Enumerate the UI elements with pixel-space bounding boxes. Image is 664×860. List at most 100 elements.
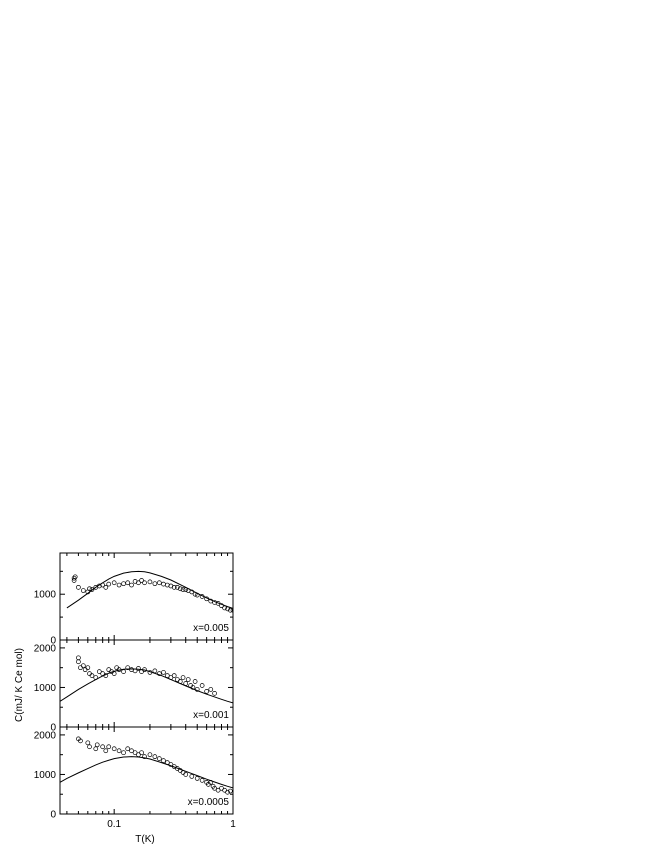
panel-label: x=0.005 (193, 623, 229, 634)
data-point (116, 582, 122, 588)
data-point (161, 581, 166, 587)
data-point (174, 584, 180, 590)
data-point (85, 740, 91, 746)
data-point (157, 580, 162, 586)
data-point (89, 673, 95, 678)
data-point (183, 772, 189, 777)
data-point (96, 669, 102, 674)
data-point (228, 788, 233, 794)
data-point (208, 687, 214, 692)
data-point (152, 581, 158, 587)
panel-data (66, 570, 233, 613)
data-point (228, 607, 233, 613)
x-tick-label: 1 (230, 819, 236, 830)
data-point (142, 754, 147, 760)
data-point (225, 789, 230, 795)
data-point (139, 578, 144, 583)
data-point (171, 673, 177, 678)
data-point (78, 738, 83, 744)
data-point (199, 683, 205, 688)
panel-label: x=0.001 (193, 710, 229, 721)
data-point (76, 655, 81, 661)
data-point (157, 671, 162, 676)
data-point (190, 685, 196, 690)
data-point (103, 748, 109, 754)
data-point (142, 580, 147, 586)
data-point (152, 668, 158, 674)
data-point (185, 677, 191, 682)
data-point (147, 579, 153, 585)
data-point (121, 581, 126, 587)
data-point (177, 586, 183, 592)
data-point (106, 744, 112, 750)
panel-frame (59, 726, 234, 815)
data-point (189, 774, 195, 779)
fit-curve (60, 756, 233, 789)
data-point (76, 659, 81, 665)
y-tick-label: 1000 (34, 770, 57, 781)
data-point (219, 603, 224, 609)
data-point (93, 746, 99, 752)
data-point (85, 665, 91, 671)
data-point (100, 744, 106, 750)
x-axis-label: T(K) (135, 834, 154, 845)
data-point (152, 754, 158, 760)
data-point (106, 667, 112, 673)
data-point (171, 584, 177, 590)
data-point (87, 744, 92, 750)
data-point (116, 748, 122, 754)
data-point (147, 752, 153, 758)
data-point (125, 580, 131, 586)
panel-data (60, 736, 233, 795)
data-point (89, 587, 95, 592)
data-point (129, 748, 134, 754)
data-point (125, 746, 131, 752)
data-point (161, 758, 166, 763)
y-tick-label: 0 (50, 810, 56, 821)
x-tick-label: 0.1 (107, 819, 121, 830)
data-point (103, 584, 109, 590)
data-point (121, 669, 126, 674)
data-point (212, 691, 217, 696)
data-point (194, 776, 200, 781)
panel-label: x=0.0005 (188, 797, 230, 808)
y-tick-label: 2000 (34, 730, 57, 741)
data-point (180, 675, 186, 680)
data-point (80, 663, 86, 669)
data-point (136, 580, 141, 586)
data-point (136, 666, 141, 671)
data-point (199, 778, 205, 783)
data-point (157, 756, 162, 761)
panel-data (60, 655, 233, 704)
data-point (139, 750, 144, 756)
data-point (215, 787, 221, 793)
y-tick-label: 0 (50, 636, 56, 647)
data-point (76, 584, 81, 590)
panel-3: 0 1000 2000 x=0.0005 (34, 726, 234, 821)
data-point (72, 574, 78, 580)
data-point (87, 586, 92, 592)
y-axis-label: C(mJ/ K Ce mol) (14, 648, 25, 722)
panels-layer: 01000x=0.005010002000x=0.001010002000x=0… (34, 552, 236, 830)
data-point (132, 750, 138, 756)
data-point (192, 679, 198, 684)
data-point (161, 670, 166, 675)
data-point (129, 582, 134, 588)
data-point (111, 580, 117, 586)
y-tick-label: 2000 (34, 643, 57, 654)
data-point (125, 665, 131, 671)
data-point (94, 742, 100, 748)
data-point (111, 746, 117, 752)
y-tick-label: 0 (50, 723, 56, 734)
fit-curve (60, 668, 233, 704)
data-point (121, 750, 126, 756)
data-point (106, 581, 112, 587)
data-point (78, 665, 83, 671)
data-point (71, 575, 77, 581)
fit-curve (66, 570, 233, 609)
y-tick-label: 1000 (34, 590, 57, 601)
panel-1: 0 1000 x=0.005 (34, 552, 234, 647)
